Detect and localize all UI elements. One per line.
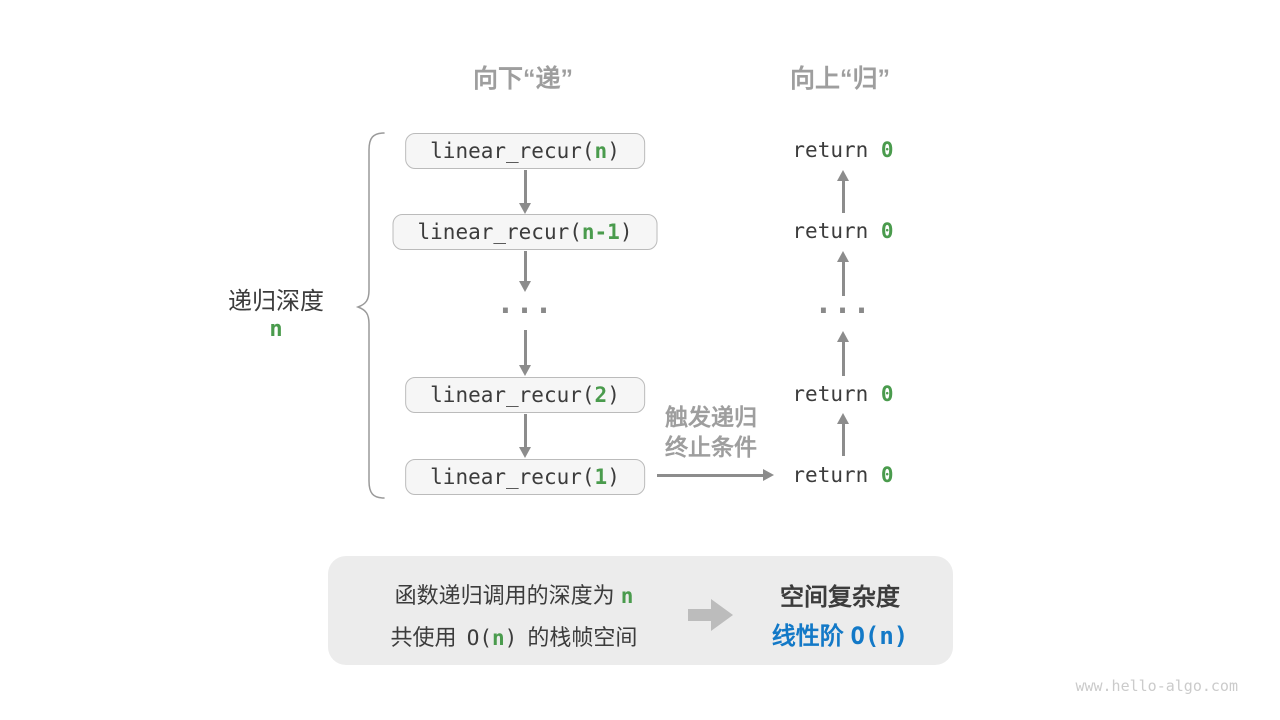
return-row: return 0 bbox=[792, 382, 893, 406]
return-keyword: return bbox=[792, 138, 881, 162]
complexity-class: 线性阶 bbox=[771, 623, 844, 650]
summary-line2-code: O(n) bbox=[466, 626, 518, 650]
arrow-up-icon bbox=[836, 331, 849, 376]
call-box-1-arg: 1 bbox=[594, 465, 608, 489]
call-box-2-close: ) bbox=[607, 383, 620, 407]
call-box-n: linear_recur(n) bbox=[405, 133, 645, 169]
call-box-2-arg: 2 bbox=[594, 383, 608, 407]
space-complexity-value: 线性阶 O(n) bbox=[772, 616, 908, 651]
ascend-column-header: 向上“归” bbox=[789, 65, 891, 93]
base-case-label: 触发递归 终止条件 bbox=[665, 402, 757, 462]
call-box-n-close: ) bbox=[607, 139, 620, 163]
summary-line2-post: 的栈帧空间 bbox=[527, 625, 638, 650]
call-box-1-close: ) bbox=[607, 465, 620, 489]
return-value: 0 bbox=[880, 138, 894, 162]
call-box-n-1-arg: n-1 bbox=[581, 220, 620, 244]
summary-text: 函数递归调用的深度为 n 共使用 O(n) 的栈帧空间 bbox=[391, 575, 638, 659]
arrow-down-icon bbox=[518, 414, 531, 458]
arrow-down-icon bbox=[518, 330, 531, 376]
recursion-depth-label: 递归深度 bbox=[228, 288, 324, 315]
return-keyword: return bbox=[792, 382, 881, 406]
recursion-depth-value: n bbox=[269, 317, 283, 342]
return-row: return 0 bbox=[792, 463, 893, 487]
return-row: return 0 bbox=[792, 219, 893, 243]
summary-line2-pre: 共使用 bbox=[390, 625, 457, 650]
call-box-n-1: linear_recur(n-1) bbox=[392, 214, 658, 250]
return-row: return 0 bbox=[792, 138, 893, 162]
call-box-1: linear_recur(1) bbox=[405, 459, 645, 495]
return-value: 0 bbox=[880, 463, 894, 487]
arrow-down-icon bbox=[518, 251, 531, 292]
call-box-n-arg: n bbox=[594, 139, 608, 163]
return-keyword: return bbox=[792, 463, 881, 487]
call-box-1-text: linear_recur( bbox=[430, 465, 595, 489]
call-box-2-text: linear_recur( bbox=[430, 383, 595, 407]
depth-brace-icon bbox=[355, 132, 385, 499]
summary-panel bbox=[328, 556, 953, 665]
site-watermark: www.hello-algo.com bbox=[1075, 677, 1238, 695]
return-value: 0 bbox=[880, 219, 894, 243]
summary-line1-value: n bbox=[620, 584, 634, 608]
call-box-n-text: linear_recur( bbox=[430, 139, 595, 163]
summary-line2: 共使用 O(n) 的栈帧空间 bbox=[391, 617, 638, 659]
space-complexity-title: 空间复杂度 bbox=[780, 584, 900, 611]
arrow-up-icon bbox=[836, 251, 849, 296]
descend-column-header: 向下“递” bbox=[472, 65, 574, 93]
summary-line1: 函数递归调用的深度为 n bbox=[391, 575, 638, 617]
return-keyword: return bbox=[792, 219, 881, 243]
arrow-right-icon bbox=[657, 469, 774, 481]
arrow-up-icon bbox=[836, 413, 849, 456]
complexity-notation: O(n) bbox=[850, 622, 909, 650]
call-box-2: linear_recur(2) bbox=[405, 377, 645, 413]
call-box-n-1-close: ) bbox=[619, 220, 633, 244]
base-case-label-line1: 触发递归 bbox=[665, 404, 757, 430]
summary-line1-text: 函数递归调用的深度为 bbox=[394, 583, 615, 608]
base-case-label-line2: 终止条件 bbox=[665, 434, 757, 460]
arrow-down-icon bbox=[518, 170, 531, 214]
call-box-n-1-text: linear_recur( bbox=[417, 220, 582, 244]
arrow-up-icon bbox=[836, 170, 849, 213]
block-arrow-right-icon bbox=[688, 599, 733, 631]
call-stack-ellipsis: ... bbox=[496, 286, 554, 321]
return-value: 0 bbox=[880, 382, 894, 406]
